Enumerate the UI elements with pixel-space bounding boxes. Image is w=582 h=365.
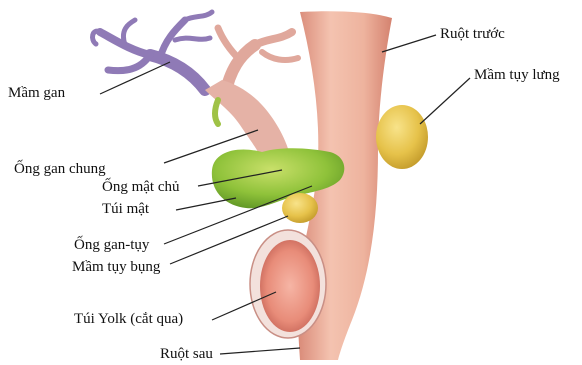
label-yolk-sac: Túi Yolk (cắt qua) [74, 310, 183, 328]
liver-bud-shape [93, 12, 212, 90]
label-hindgut: Ruột sau [160, 345, 213, 363]
label-ventral-pancreatic-bud: Mầm tụy bụng [72, 258, 160, 276]
label-dorsal-pancreatic-bud: Mầm tụy lưng [474, 66, 560, 84]
label-common-hepatic-duct: Ống gan chung [14, 160, 106, 178]
ventral-pancreatic-bud-shape [282, 193, 318, 223]
dorsal-pancreatic-bud-shape [376, 105, 428, 169]
yolk-sac-lumen [260, 240, 320, 332]
label-common-bile-duct: Ống mật chủ [102, 178, 179, 196]
label-gallbladder: Túi mật [102, 200, 149, 218]
label-liver-bud: Mầm gan [8, 84, 65, 102]
label-hepatopancreatic-duct: Ống gan-tụy [74, 236, 149, 254]
label-foregut: Ruột trước [440, 25, 505, 43]
